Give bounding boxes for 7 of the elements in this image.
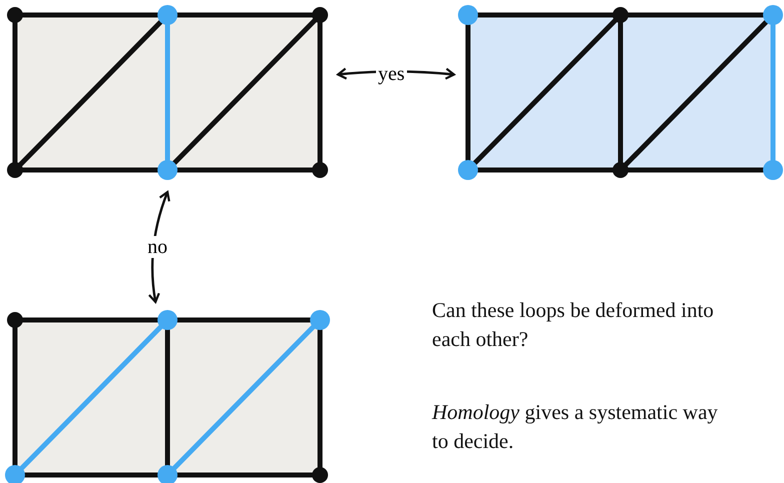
triangulated-grid-drawing (4, 4, 331, 181)
triangulated-grid-drawing (457, 4, 784, 181)
arrow (148, 190, 170, 304)
edge-label: no (146, 236, 170, 258)
note-text: Can these loops be deformed into each other? (432, 297, 715, 353)
triangulated-grid-drawing (4, 309, 331, 483)
note-text: Homology gives a systematic way to decide. (432, 399, 719, 455)
